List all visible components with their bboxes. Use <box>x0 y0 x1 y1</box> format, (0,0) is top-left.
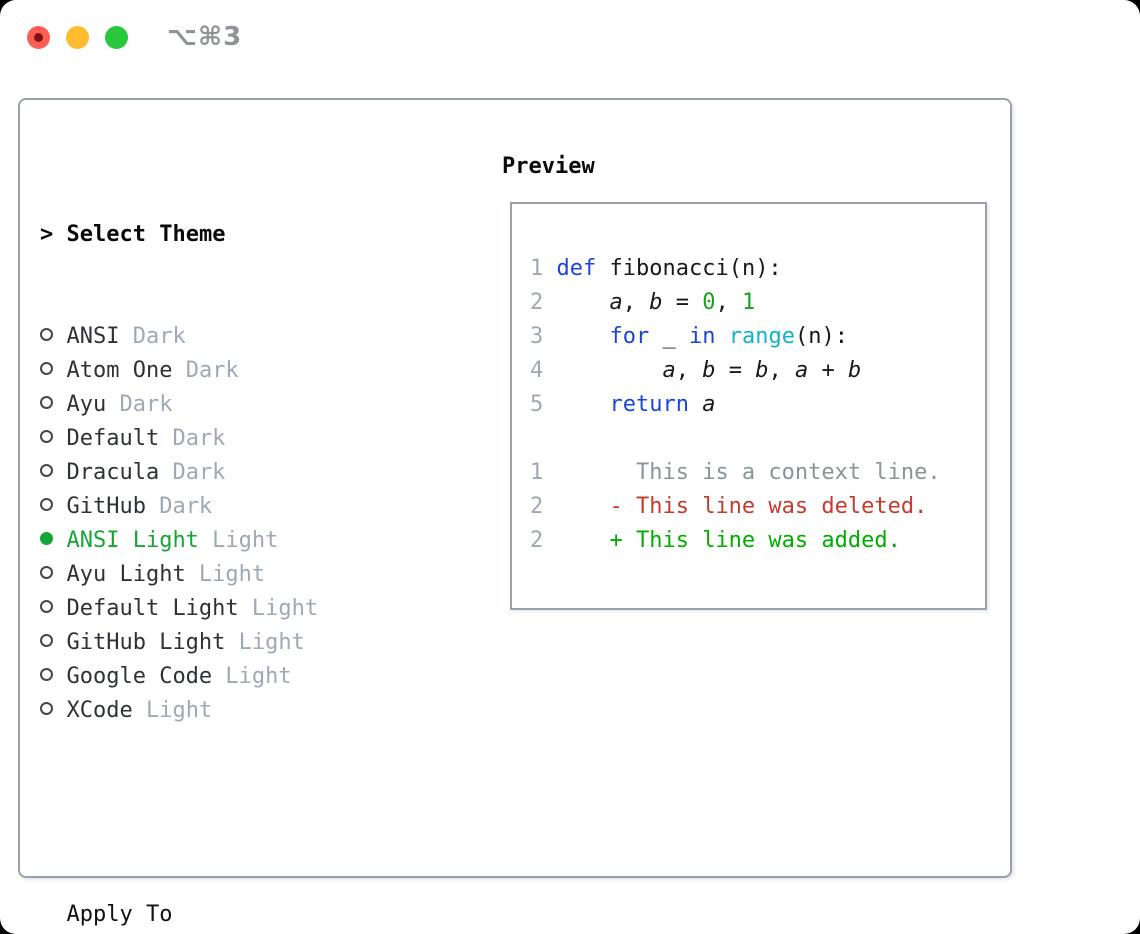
variant-tag: Light <box>212 664 292 689</box>
spacer <box>40 796 411 830</box>
line-number: 3 <box>530 324 557 349</box>
code-line <box>530 422 985 456</box>
theme-option-dracula[interactable]: Dracula Dark <box>40 456 411 490</box>
theme-option-google-code[interactable]: Google Code Light <box>40 660 411 694</box>
apply-to-header: Apply To <box>66 902 173 927</box>
zoom-button[interactable] <box>105 26 128 49</box>
variant-tag: Dark <box>106 392 173 417</box>
option-label: Ayu Light <box>53 562 186 587</box>
prompt-caret: > <box>40 222 67 247</box>
preview-box: 1 def fibonacci(n): 2 a, b = 0, 1 3 for _ … <box>510 202 987 610</box>
variant-tag: Dark <box>145 494 213 519</box>
variant-tag: Light <box>225 630 305 655</box>
preview-title: Preview <box>502 154 595 179</box>
option-label: GitHub <box>53 494 146 519</box>
code-line: 2 - This line was deleted. <box>530 494 928 519</box>
code-line: 5 return a <box>530 392 716 417</box>
option-label: Default <box>53 426 160 451</box>
variant-tag: Dark <box>159 426 226 451</box>
theme-option-github[interactable]: GitHub Dark <box>40 490 411 524</box>
option-label: Default Light <box>53 596 239 621</box>
line-number: 2 <box>530 528 557 553</box>
option-label: ANSI <box>53 324 120 349</box>
theme-option-atom-one[interactable]: Atom One Dark <box>40 354 411 388</box>
theme-option-ansi[interactable]: ANSI Dark <box>40 320 411 354</box>
theme-option-default[interactable]: Default Dark <box>40 422 411 456</box>
line-number: 1 <box>530 460 557 485</box>
code-preview: 1 def fibonacci(n): 2 a, b = 0, 1 3 for _ … <box>530 252 985 558</box>
theme-option-default-light[interactable]: Default Light Light <box>40 592 411 626</box>
option-label: ANSI Light <box>53 528 199 553</box>
line-number: 5 <box>530 392 557 417</box>
theme-option-ayu-light[interactable]: Ayu Light Light <box>40 558 411 592</box>
option-label: Atom One <box>53 358 173 383</box>
variant-tag: Light <box>132 698 213 723</box>
select-theme-title: Select Theme <box>66 222 226 247</box>
theme-option-github-light[interactable]: GitHub Light Light <box>40 626 411 660</box>
theme-option-ansi-light[interactable]: ANSI Light Light <box>40 524 411 558</box>
line-number: 2 <box>530 290 557 315</box>
line-number: 4 <box>530 358 557 383</box>
option-label: Ayu <box>53 392 107 417</box>
theme-selector: > Select Theme ANSI Dark Atom One Dark A… <box>40 150 411 934</box>
variant-tag: Dark <box>119 324 186 349</box>
code-line: 1 This is a context line. <box>530 460 941 485</box>
code-line: 2 a, b = 0, 1 <box>530 290 756 315</box>
option-label: GitHub Light <box>53 630 226 655</box>
line-number: 1 <box>530 256 557 281</box>
main-panel: > Select Theme ANSI Dark Atom One Dark A… <box>18 98 1012 927</box>
minimize-button[interactable] <box>66 26 89 49</box>
option-label: Google Code <box>53 664 213 689</box>
titlebar: ⌥⌘3 <box>0 0 1140 76</box>
option-label: XCode <box>53 698 133 723</box>
close-button[interactable] <box>27 26 50 49</box>
variant-tag: Dark <box>159 460 226 485</box>
window-title: ⌥⌘3 <box>167 22 243 52</box>
theme-list: ANSI Dark Atom One Dark Ayu Dark Default… <box>40 320 411 728</box>
code-line: 1 def fibonacci(n): <box>530 256 782 281</box>
variant-tag: Dark <box>172 358 239 383</box>
theme-option-xcode[interactable]: XCode Light <box>40 694 411 728</box>
variant-tag: Light <box>198 528 279 553</box>
variant-tag: Light <box>238 596 319 621</box>
option-label: Dracula <box>53 460 160 485</box>
code-line: 3 for _ in range(n): <box>530 324 848 349</box>
select-theme-header: > Select Theme <box>40 218 411 252</box>
line-number: 2 <box>530 494 557 519</box>
theme-option-ayu[interactable]: Ayu Dark <box>40 388 411 422</box>
code-line: 2 + This line was added. <box>530 528 901 553</box>
code-line: 4 a, b = b, a + b <box>530 358 862 383</box>
variant-tag: Light <box>185 562 266 587</box>
